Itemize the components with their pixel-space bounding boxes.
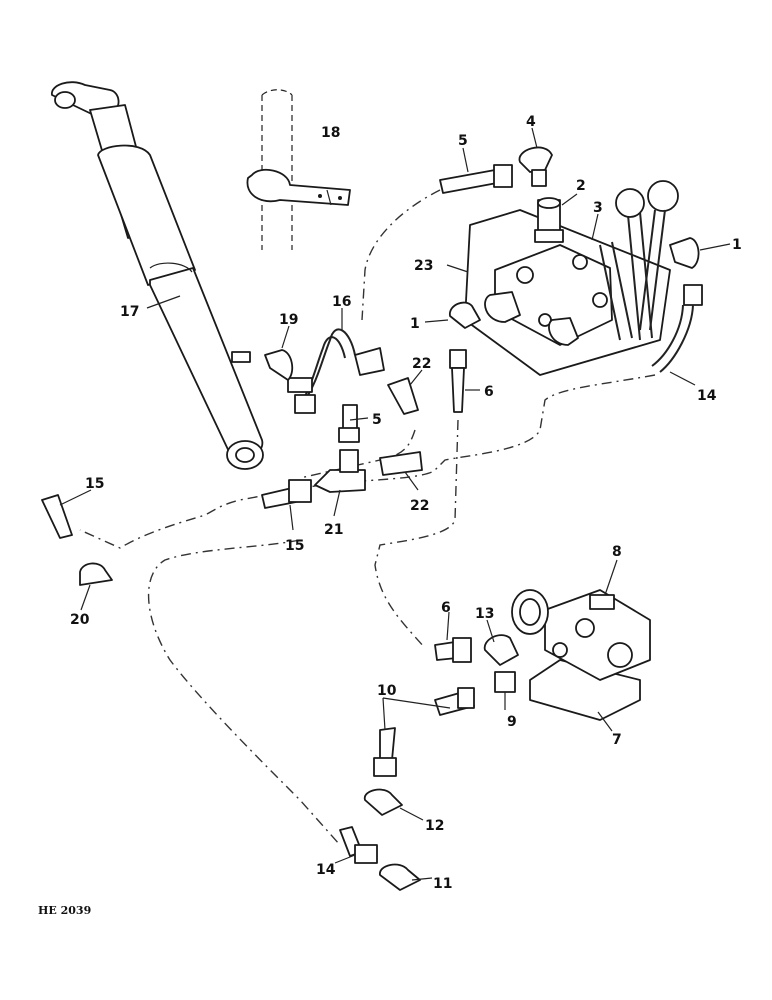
- callout-7: 7: [612, 732, 622, 748]
- mounting-clamp-part[interactable]: [246, 89, 351, 250]
- hydraulic-cylinder-part[interactable]: [51, 81, 264, 470]
- callout-19: 19: [279, 312, 298, 328]
- callout-16: 16: [332, 294, 351, 310]
- callout-15-center: 15: [285, 538, 304, 554]
- callout-22-upper: 22: [412, 356, 431, 372]
- fittings-and-hoses[interactable]: [41, 146, 703, 891]
- callout-6-upper: 6: [484, 384, 494, 400]
- control-valve-assembly[interactable]: [464, 180, 679, 376]
- callout-18: 18: [321, 125, 340, 141]
- callout-20: 20: [70, 612, 90, 628]
- callout-5-lower: 5: [372, 412, 382, 428]
- callout-3: 3: [593, 200, 603, 216]
- callout-11: 11: [433, 876, 452, 892]
- callout-labels: 5 4 2 3 1 23 1 6 14 18 16 19 17 22 5 15 …: [70, 114, 742, 892]
- callout-8: 8: [612, 544, 622, 560]
- callout-2: 2: [576, 178, 586, 194]
- callout-13: 13: [475, 606, 494, 622]
- callout-14-right: 14: [697, 388, 717, 404]
- callout-5-upper: 5: [458, 133, 468, 149]
- callout-12: 12: [425, 818, 444, 834]
- callout-1-left: 1: [410, 316, 420, 332]
- pump-assembly[interactable]: [511, 589, 651, 721]
- callout-6-lower: 6: [441, 600, 451, 616]
- callout-15-left: 15: [85, 476, 104, 492]
- figure-code: HE 2039: [38, 904, 91, 917]
- callout-1-right: 1: [732, 237, 742, 253]
- callout-leader-lines: [59, 127, 731, 881]
- callout-23: 23: [414, 258, 433, 274]
- callout-21: 21: [324, 522, 343, 538]
- callout-17: 17: [120, 304, 139, 320]
- callout-4: 4: [526, 114, 536, 130]
- callout-14-lower: 14: [316, 862, 336, 878]
- callout-10: 10: [377, 683, 397, 699]
- callout-22-lower: 22: [410, 498, 429, 514]
- callout-9: 9: [507, 714, 517, 730]
